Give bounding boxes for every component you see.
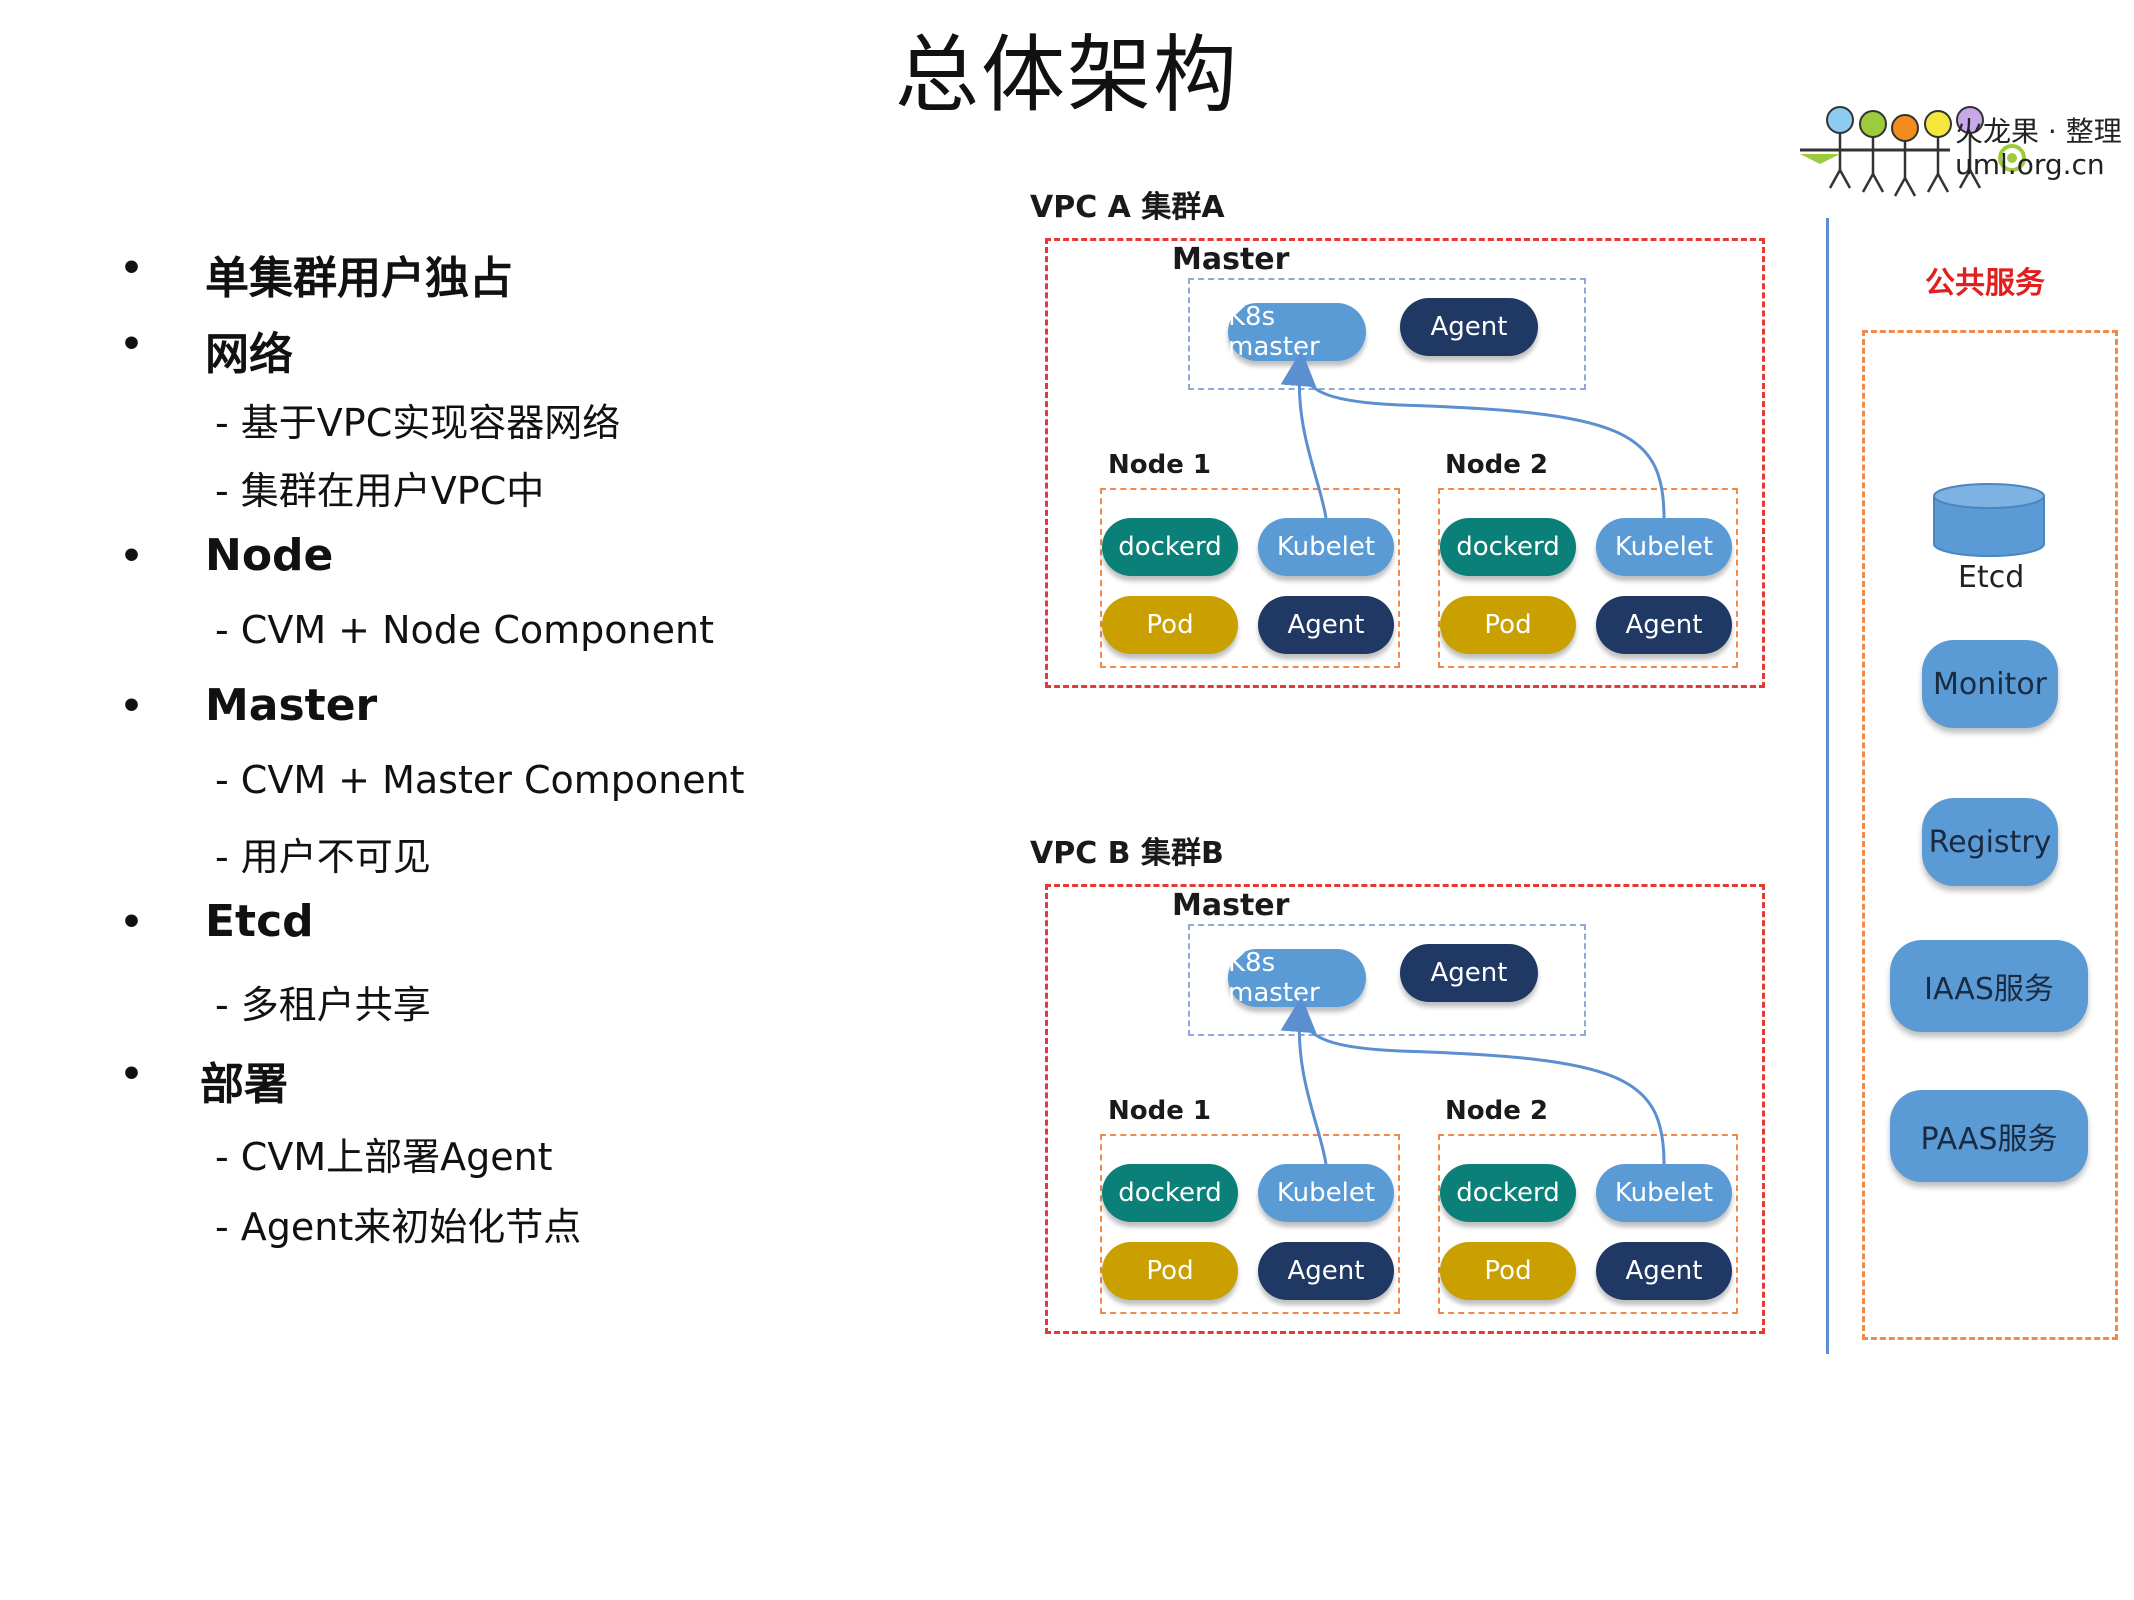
etcd-label: Etcd <box>1958 560 2025 595</box>
cluster-b-master-label: Master <box>1172 888 1290 923</box>
bullet-heading: Master <box>205 680 378 731</box>
bullet-heading: 部署 <box>200 1059 288 1110</box>
bullet-heading: 网络 <box>205 329 293 380</box>
bullet-subitem: - 用户不可见 <box>215 835 431 879</box>
cluster-a-node2-label: Node 2 <box>1445 450 1549 480</box>
cluster-b-node2-label: Node 2 <box>1445 1096 1549 1126</box>
cluster-a-node2-dockerd: dockerd <box>1440 518 1576 576</box>
cluster-a-node1-label: Node 1 <box>1108 450 1212 480</box>
cluster-b-node1-pod: Pod <box>1102 1242 1238 1300</box>
cluster-a-master-box <box>1188 278 1586 390</box>
logo-text-line2: uml.org.cn <box>1955 148 2105 181</box>
divider-line <box>1826 218 1829 1354</box>
cluster-a-master-label: Master <box>1172 242 1290 277</box>
cluster-a-node1-pod: Pod <box>1102 596 1238 654</box>
page-title: 总体架构 <box>894 26 1239 124</box>
cluster-b-node2-dockerd: dockerd <box>1440 1164 1576 1222</box>
cluster-a-box <box>1045 238 1765 688</box>
cluster-b-master-box <box>1188 924 1586 1036</box>
cluster-a-label: VPC A 集群A <box>1030 190 1225 225</box>
public-services-box <box>1862 330 2118 1340</box>
cluster-a-node1-kubelet: Kubelet <box>1258 518 1394 576</box>
cluster-b-node1-agent: Agent <box>1258 1242 1394 1300</box>
bullet-heading: 单集群用户独占 <box>205 253 513 304</box>
logo-figures-icon <box>1800 106 2026 197</box>
iaas-service: IAAS服务 <box>1890 940 2088 1032</box>
cluster-a-node2-kubelet: Kubelet <box>1596 518 1732 576</box>
bullet-subitem: - 多租户共享 <box>215 983 431 1027</box>
cluster-a-node2-pod: Pod <box>1440 596 1576 654</box>
cluster-a-node1-box <box>1100 488 1400 668</box>
cluster-a-node1-agent: Agent <box>1258 596 1394 654</box>
cluster-a-node2-agent: Agent <box>1596 596 1732 654</box>
bullet-dot: • <box>120 1054 144 1095</box>
etcd-database-icon <box>1933 483 2045 557</box>
logo-text-line1: 火龙果 · 整理 <box>1955 115 2122 148</box>
bullet-subitem: - CVM + Node Component <box>215 608 714 652</box>
cluster-a-node1-dockerd: dockerd <box>1102 518 1238 576</box>
cluster-b-box <box>1045 884 1765 1334</box>
monitor-service: Monitor <box>1922 640 2058 728</box>
cluster-a-master-agent: Agent <box>1400 298 1538 356</box>
public-services-label: 公共服务 <box>1925 266 2045 301</box>
cluster-b-node2-box <box>1438 1134 1738 1314</box>
cluster-b-node1-kubelet: Kubelet <box>1258 1164 1394 1222</box>
bullet-subitem: - 基于VPC实现容器网络 <box>215 401 621 445</box>
bullet-subitem: - CVM + Master Component <box>215 758 745 802</box>
cluster-b-label: VPC B 集群B <box>1030 836 1224 871</box>
bullet-dot: • <box>120 324 144 365</box>
bullet-dot: • <box>120 686 144 727</box>
bullet-dot: • <box>120 902 144 943</box>
cluster-b-node2-agent: Agent <box>1596 1242 1732 1300</box>
cluster-b-node1-label: Node 1 <box>1108 1096 1212 1126</box>
bullet-subitem: - CVM上部署Agent <box>215 1135 553 1179</box>
cluster-b-node2-pod: Pod <box>1440 1242 1576 1300</box>
bullet-subitem: - 集群在用户VPC中 <box>215 469 545 513</box>
bullet-dot: • <box>120 536 144 577</box>
paas-service: PAAS服务 <box>1890 1090 2088 1182</box>
bullet-subitem: - Agent来初始化节点 <box>215 1205 582 1249</box>
bullet-heading: Etcd <box>205 896 314 947</box>
cluster-b-node1-dockerd: dockerd <box>1102 1164 1238 1222</box>
cluster-a-node2-box <box>1438 488 1738 668</box>
cluster-b-node2-kubelet: Kubelet <box>1596 1164 1732 1222</box>
bullet-heading: Node <box>205 530 334 581</box>
registry-service: Registry <box>1922 798 2058 886</box>
bullet-dot: • <box>120 248 144 289</box>
cluster-b-node1-box <box>1100 1134 1400 1314</box>
cluster-b-master-agent: Agent <box>1400 944 1538 1002</box>
